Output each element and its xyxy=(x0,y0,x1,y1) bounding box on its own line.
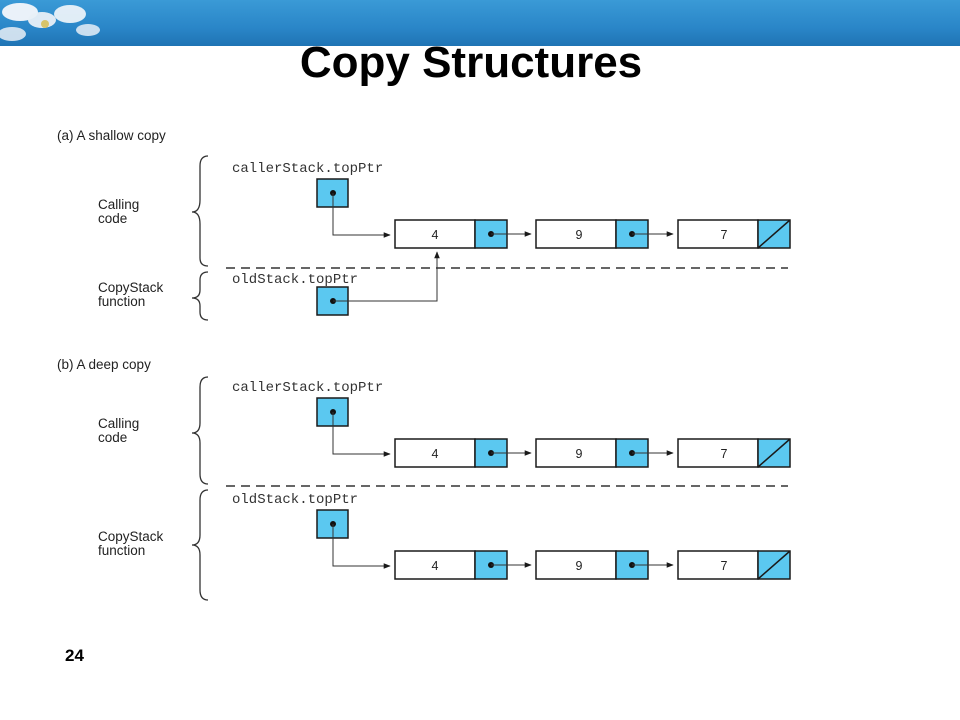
shallow-callee-ptr-name: oldStack.topPtr xyxy=(232,272,358,288)
node-value: 7 xyxy=(721,447,728,461)
slide-title: Copy Structures xyxy=(299,38,643,87)
shallow-callee-label-2: function xyxy=(98,294,145,309)
node-info-cell xyxy=(677,550,759,580)
shallow-caller-ptr-name: callerStack.topPtr xyxy=(232,161,383,177)
null-slash xyxy=(757,550,791,580)
node-info-cell xyxy=(677,219,759,249)
node-info-cell xyxy=(394,550,476,580)
node-info-cell xyxy=(394,219,476,249)
deep-caller-label-2: code xyxy=(98,430,127,445)
null-slash xyxy=(757,219,791,249)
shallow-copy-caption: (a) A shallow copy xyxy=(57,128,166,143)
caller-brace xyxy=(191,376,209,485)
page-number: 24 xyxy=(65,646,84,665)
shared-pointer-arrow xyxy=(333,251,440,302)
flower-decoration-icon xyxy=(0,3,100,41)
node-info-cell xyxy=(535,438,617,468)
node-value: 4 xyxy=(432,447,439,461)
pointer-arrow xyxy=(332,193,391,238)
shallow-caller-label-2: code xyxy=(98,211,127,226)
shallow-callee-label-1: CopyStack xyxy=(98,280,164,295)
caller-brace xyxy=(191,155,209,267)
node-value: 4 xyxy=(432,228,439,242)
node-value: 4 xyxy=(432,559,439,573)
node-value: 9 xyxy=(576,447,583,461)
node-info-cell xyxy=(677,438,759,468)
shallow-list: 4 9 7 xyxy=(394,219,791,249)
node-value: 9 xyxy=(576,559,583,573)
node-value: 7 xyxy=(721,228,728,242)
pointer-arrow xyxy=(332,412,391,457)
deep-callee-ptr-name: oldStack.topPtr xyxy=(232,492,358,508)
header-bar xyxy=(0,0,960,46)
deep-caller-label-1: Calling xyxy=(98,416,139,431)
callee-brace xyxy=(191,489,209,601)
node-info-cell xyxy=(535,550,617,580)
pointer-arrow xyxy=(332,524,391,569)
deep-callee-label-2: function xyxy=(98,543,145,558)
node-value: 9 xyxy=(576,228,583,242)
deep-caller-list: 4 9 7 xyxy=(394,438,791,468)
callee-brace xyxy=(191,271,209,321)
node-value: 7 xyxy=(721,559,728,573)
deep-caller-ptr-name: callerStack.topPtr xyxy=(232,380,383,396)
deep-callee-label-1: CopyStack xyxy=(98,529,164,544)
deep-callee-list: 4 9 7 xyxy=(394,550,791,580)
deep-copy-caption: (b) A deep copy xyxy=(57,357,151,372)
null-slash xyxy=(757,438,791,468)
node-info-cell xyxy=(394,438,476,468)
shallow-caller-label-1: Calling xyxy=(98,197,139,212)
